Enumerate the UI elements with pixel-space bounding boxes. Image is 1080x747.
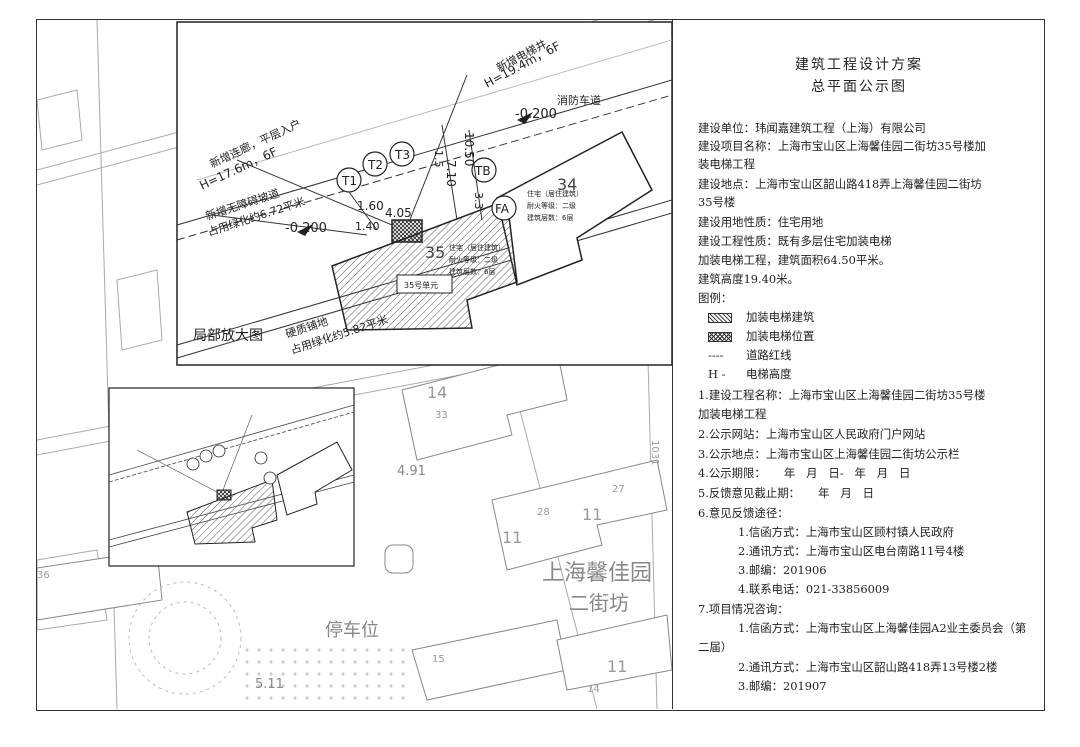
legend-item-road-redline: ---- 道路红线 bbox=[708, 346, 792, 365]
overview-frame bbox=[108, 387, 355, 567]
map-num-36: 36 bbox=[37, 570, 50, 581]
crosshatch-swatch-icon bbox=[708, 332, 732, 342]
info-nature: 建设工程性质：既有多层住宅加装电梯 bbox=[698, 234, 892, 248]
notice-7-2: 2.通讯方式：上海市宝山区韶山路418弄13号楼2楼 bbox=[738, 660, 998, 674]
dim-e: 1.60 bbox=[357, 199, 384, 213]
legend-symbol: H - bbox=[708, 367, 726, 381]
legend-label: 电梯高度 bbox=[746, 367, 792, 381]
building-34-number: 34 bbox=[557, 175, 577, 194]
map-num-11c: 11 bbox=[607, 657, 627, 676]
tag-t2: T2 bbox=[367, 158, 383, 172]
map-num-27: 27 bbox=[612, 484, 625, 495]
info-unit: 建设单位：玮闻嘉建筑工程（上海）有限公司 bbox=[698, 121, 926, 135]
info-site-a: 建设地点：上海市宝山区韶山路418弄上海馨佳园二街坊 bbox=[698, 177, 982, 191]
info-panel: 建筑工程设计方案 总平面公示图 建设单位：玮闻嘉建筑工程（上海）有限公司 建设项… bbox=[674, 20, 1044, 709]
title-line-2: 总平面公示图 bbox=[811, 79, 907, 95]
elevation-b: -0.200 bbox=[285, 221, 327, 236]
tag-tb: TB bbox=[474, 164, 491, 178]
notice-6-4: 4.联系电话：021-33856009 bbox=[738, 582, 890, 596]
map-num-28: 28 bbox=[537, 507, 550, 518]
map-num-11b: 11 bbox=[502, 528, 522, 547]
fire-lane-label: 消防车道 bbox=[557, 93, 601, 107]
notice-7: 7.项目情况咨询： bbox=[698, 602, 789, 616]
site-name-2: 二街坊 bbox=[569, 591, 629, 615]
notice-7-3: 3.邮编：201907 bbox=[738, 679, 827, 693]
title-line-1: 建筑工程设计方案 bbox=[795, 57, 923, 73]
hatch-swatch-icon bbox=[708, 313, 732, 323]
legend-item-elevator-position: 加装电梯位置 bbox=[708, 327, 814, 346]
notice-1b: 加装电梯工程 bbox=[698, 407, 767, 421]
map-num-1031: 1031 bbox=[649, 440, 660, 465]
building-35-floors: 建筑层数：6层 bbox=[449, 267, 495, 276]
spot-elevation-491: 4.91 bbox=[397, 464, 426, 479]
notice-2: 2.公示网站：上海市宝山区人民政府门户网站 bbox=[698, 427, 926, 441]
detail-frame bbox=[176, 21, 672, 366]
notice-6-2: 2.通讯方式：上海市宝山区电台南路11号4楼 bbox=[738, 544, 965, 558]
detail-view-label: 局部放大图 bbox=[193, 328, 263, 344]
tag-t1: T1 bbox=[341, 174, 357, 188]
dim-d: 3.3 bbox=[472, 192, 485, 210]
surrounding-buildings bbox=[37, 349, 672, 701]
notice-6: 6.意见反馈途径： bbox=[698, 506, 789, 520]
building-34-use: 住宅（居住建筑） bbox=[527, 189, 583, 198]
site-plan-drawing: 14 33 4.91 11 11 28 27 1031 上海馨佳园 二街坊 停车… bbox=[37, 20, 672, 709]
notice-6-3: 3.邮编：201906 bbox=[738, 563, 827, 577]
legend-heading: 图例： bbox=[698, 291, 733, 305]
building-34-floors: 建筑层数：6层 bbox=[527, 213, 573, 222]
legend-item-elevator-height: H - 电梯高度 bbox=[708, 365, 792, 384]
info-project-a: 建设项目名称：上海市宝山区上海馨佳园二街坊35号楼加 bbox=[698, 139, 986, 153]
notice-7-1: 1.信函方式：上海市宝山区上海馨佳园A2业主委员会（第二届） bbox=[698, 621, 1027, 654]
dim-g: 1.40 bbox=[355, 220, 380, 233]
info-project-b: 装电梯工程 bbox=[698, 157, 755, 171]
legend-symbol: ---- bbox=[708, 348, 724, 362]
building-34-fire-rating: 耐火等级：二级 bbox=[527, 201, 576, 210]
info-height: 建筑高度19.40米。 bbox=[698, 272, 799, 286]
map-num-33: 33 bbox=[435, 410, 448, 421]
info-area: 加装电梯工程，建筑面积64.50平米。 bbox=[698, 253, 891, 267]
notice-6-1: 1.信函方式：上海市宝山区顾村镇人民政府 bbox=[738, 525, 954, 539]
legend-label: 道路红线 bbox=[746, 348, 792, 362]
legend-label: 加装电梯建筑 bbox=[746, 310, 815, 324]
map-num-14b: 14 bbox=[587, 684, 600, 695]
notice-4: 4.公示期限： 年 月 日- 年 月 日 bbox=[698, 466, 911, 480]
dim-f: 4.05 bbox=[385, 206, 412, 220]
info-land-use: 建设用地性质：住宅用地 bbox=[698, 215, 824, 229]
dim-c: 10.50 bbox=[462, 132, 476, 166]
parking-label: 停车位 bbox=[325, 620, 379, 641]
notice-1a: 1.建设工程名称：上海市宝山区上海馨佳园二街坊35号楼 bbox=[698, 388, 986, 402]
legend-item-elevator-building: 加装电梯建筑 bbox=[708, 308, 814, 327]
elevation-a: -0.200 bbox=[515, 107, 557, 122]
building-35-number: 35 bbox=[425, 243, 445, 262]
drawing-sheet: 14 33 4.91 11 11 28 27 1031 上海馨佳园 二街坊 停车… bbox=[36, 19, 1045, 711]
dim-b: 7.10 bbox=[444, 160, 458, 187]
dim-a: 1.5 bbox=[432, 150, 445, 168]
building-35-fire-rating: 耐火等级：二级 bbox=[449, 255, 498, 264]
unit-35-label: 35号单元 bbox=[404, 280, 438, 290]
map-num-15: 15 bbox=[432, 654, 445, 665]
tag-t3: T3 bbox=[394, 148, 410, 162]
notice-5: 5.反馈意见截止期： 年 月 日 bbox=[698, 486, 874, 500]
spot-elevation-511: 5.11 bbox=[255, 677, 284, 692]
info-site-b: 35号楼 bbox=[698, 195, 736, 209]
building-35-use: 住宅（居住建筑） bbox=[449, 243, 505, 252]
notice-3: 3.公示地点：上海市宝山区上海馨佳园二街坊公示栏 bbox=[698, 447, 960, 461]
map-num-11a: 11 bbox=[582, 505, 602, 524]
site-plan: 14 33 4.91 11 11 28 27 1031 上海馨佳园 二街坊 停车… bbox=[37, 20, 673, 709]
site-name-1: 上海馨佳园 bbox=[542, 561, 652, 586]
tag-fa: FA bbox=[495, 202, 510, 216]
map-num-14: 14 bbox=[427, 383, 447, 402]
legend-label: 加装电梯位置 bbox=[746, 329, 815, 343]
